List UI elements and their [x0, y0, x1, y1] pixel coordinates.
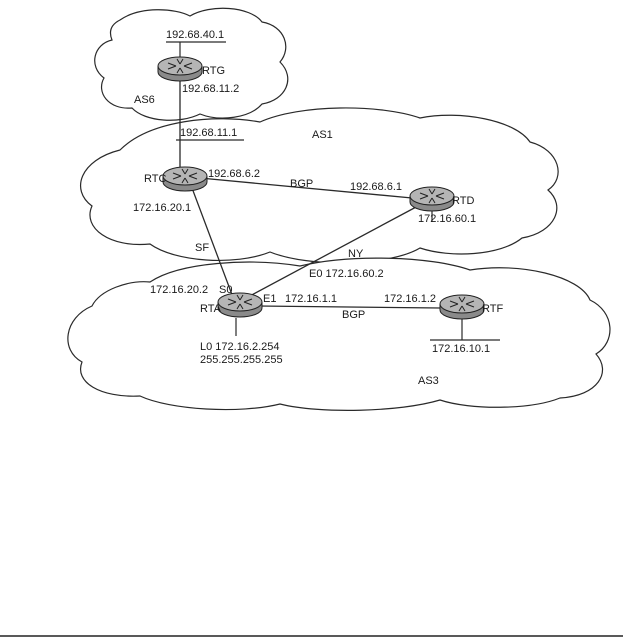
rtf-lan-address: 172.16.10.1: [432, 343, 490, 355]
router-rtf-icon: [439, 294, 485, 320]
as3-label: AS3: [418, 375, 439, 387]
rtg-name: RTG: [202, 65, 225, 77]
rta-serial-address: 172.16.20.2: [150, 284, 208, 296]
bgp-rtc-rtd-label: BGP: [290, 178, 313, 190]
ny-label: NY: [348, 248, 364, 260]
rtc-serial-address: 172.16.20.1: [133, 202, 191, 214]
router-rtc-icon: [162, 166, 208, 192]
as6-label: AS6: [134, 94, 155, 106]
rta-e1-address: 172.16.1.1: [285, 293, 337, 305]
rtg-lan-address: 192.68.40.1: [166, 29, 224, 41]
rtc-as6-link-address: 192.68.11.1: [180, 127, 237, 139]
cloud-as1: [80, 107, 559, 264]
router-rta-icon: [217, 292, 263, 318]
rta-name: RTA: [200, 303, 222, 315]
rtg-link-address: 192.68.11.2: [182, 83, 239, 95]
cloud-as3: [67, 257, 611, 411]
rtc-rtd-address: 192.68.6.2: [208, 168, 260, 180]
as1-label: AS1: [312, 129, 333, 141]
router-rtg-icon: [157, 56, 203, 82]
link-rtd-rta: [245, 205, 419, 299]
bgp-rta-rtf-label: BGP: [342, 309, 365, 321]
rta-loopback-address: L0 172.16.2.254: [200, 341, 280, 353]
router-rtd-icon: [409, 186, 455, 212]
link-rtc-rta: [191, 187, 235, 301]
rtd-rtc-address: 192.68.6.1: [350, 181, 402, 193]
rtf-name: RTF: [482, 303, 503, 315]
rta-s0-label: S0: [219, 284, 232, 296]
sf-label: SF: [195, 242, 209, 254]
rtf-link-address: 172.16.1.2: [384, 293, 436, 305]
rtc-name: RTC: [144, 173, 166, 185]
rta-e0-address: E0 172.16.60.2: [309, 268, 384, 280]
rta-loopback-mask: 255.255.255.255: [200, 354, 283, 366]
link-rtc-rtd: [199, 177, 413, 199]
rta-e1-label: E1: [263, 293, 276, 305]
rtd-lan-address: 172.16.60.1: [418, 213, 476, 225]
rtd-name: RTD: [452, 195, 474, 207]
link-rta-rtf: [257, 305, 441, 309]
